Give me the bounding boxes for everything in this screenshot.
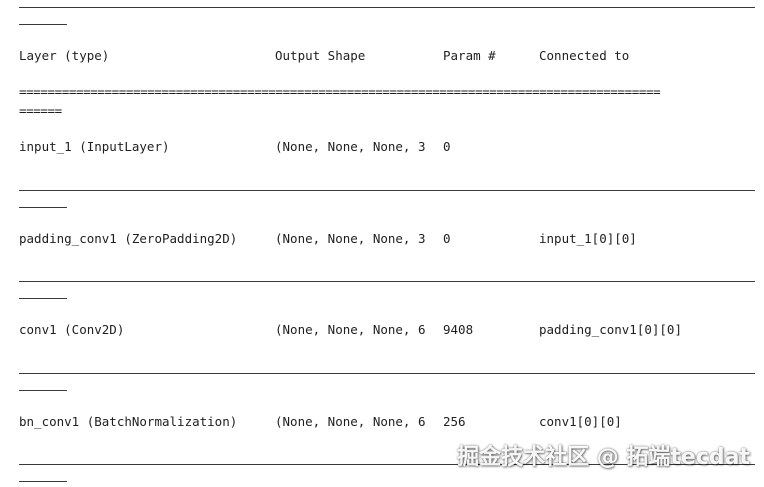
row-rule bbox=[19, 281, 755, 282]
header-separator-tail: ====== bbox=[19, 103, 62, 118]
header-output-shape: Output Shape bbox=[275, 48, 366, 63]
row-rule-tail bbox=[19, 207, 67, 208]
layer-name: padding_conv1 (ZeroPadding2D) bbox=[19, 231, 238, 246]
row-rule-tail bbox=[19, 390, 67, 391]
connected-to: padding_conv1[0][0] bbox=[539, 322, 682, 337]
table-row: conv1 (Conv2D) (None, None, None, 6 9408… bbox=[19, 322, 759, 338]
row-rule-tail bbox=[19, 481, 67, 482]
row-rule bbox=[19, 373, 755, 374]
layer-name: input_1 (InputLayer) bbox=[19, 139, 170, 154]
param-count: 0 bbox=[443, 139, 451, 154]
param-count: 256 bbox=[443, 414, 466, 429]
top-rule-tail bbox=[19, 24, 67, 25]
layer-name: conv1 (Conv2D) bbox=[19, 322, 125, 337]
connected-to: input_1[0][0] bbox=[539, 231, 637, 246]
row-rule-tail bbox=[19, 298, 67, 299]
watermark-text: 掘金技术社区 @ 拓端tecdat bbox=[457, 445, 750, 470]
table-row: input_1 (InputLayer) (None, None, None, … bbox=[19, 139, 759, 155]
output-shape: (None, None, None, 6 bbox=[275, 322, 426, 337]
output-shape: (None, None, None, 3 bbox=[275, 231, 426, 246]
header-row: Layer (type) Output Shape Param # Connec… bbox=[19, 48, 759, 64]
layer-name: bn_conv1 (BatchNormalization) bbox=[19, 414, 238, 429]
top-rule bbox=[19, 7, 755, 8]
output-shape: (None, None, None, 3 bbox=[275, 139, 426, 154]
row-rule bbox=[19, 464, 755, 465]
connected-to: conv1[0][0] bbox=[539, 414, 622, 429]
header-connected-to: Connected to bbox=[539, 48, 630, 63]
param-count: 9408 bbox=[443, 322, 474, 337]
header-param-count: Param # bbox=[443, 48, 496, 63]
table-row: bn_conv1 (BatchNormalization) (None, Non… bbox=[19, 414, 759, 430]
table-row: padding_conv1 (ZeroPadding2D) (None, Non… bbox=[19, 231, 759, 247]
param-count: 0 bbox=[443, 231, 451, 246]
output-shape: (None, None, None, 6 bbox=[275, 414, 426, 429]
row-rule bbox=[19, 190, 755, 191]
header-layer-type: Layer (type) bbox=[19, 48, 110, 63]
header-separator: ========================================… bbox=[19, 85, 661, 99]
